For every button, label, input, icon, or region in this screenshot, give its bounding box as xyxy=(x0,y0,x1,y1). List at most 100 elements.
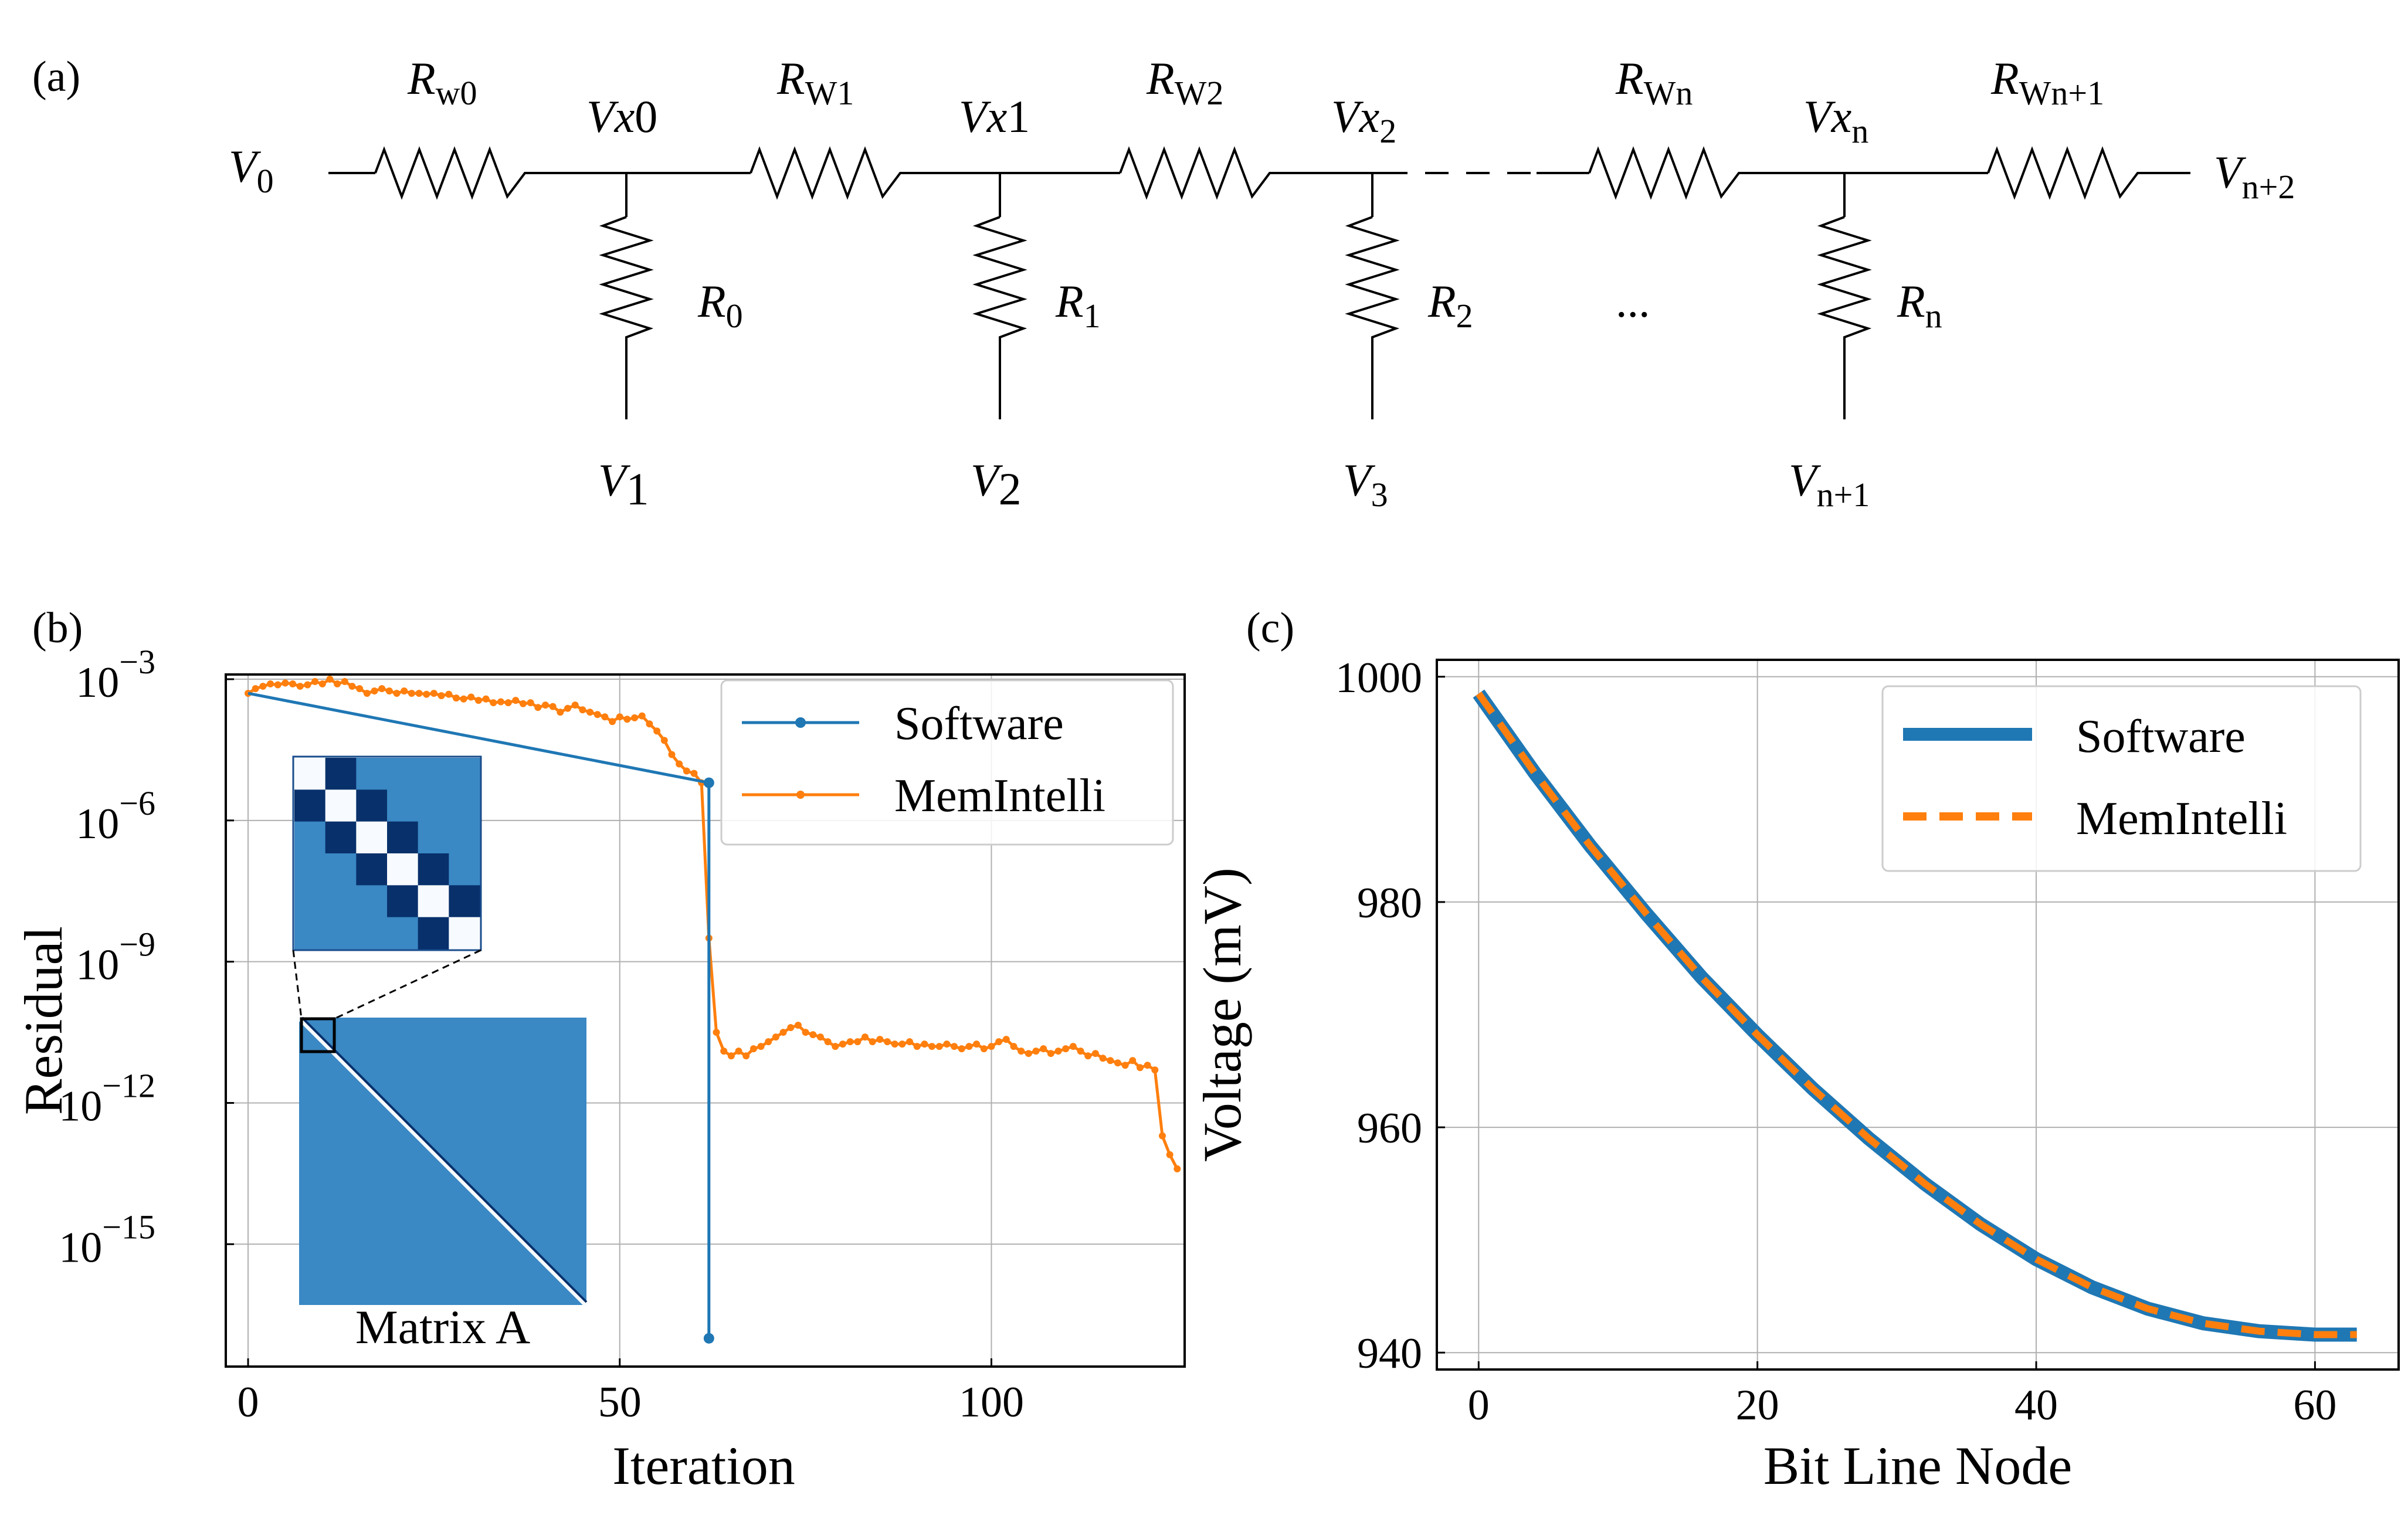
label-rwn1: RWn+1 xyxy=(1990,53,2104,112)
matrix-label: Matrix A xyxy=(355,1300,530,1354)
legend: Software MemIntelli xyxy=(1881,685,2362,872)
data-point xyxy=(1099,1055,1107,1062)
data-point xyxy=(504,699,512,707)
data-point xyxy=(1151,1066,1159,1074)
data-point xyxy=(862,1033,869,1041)
data-point xyxy=(973,1040,981,1048)
data-point xyxy=(1010,1043,1018,1050)
data-point xyxy=(668,751,676,758)
zoom-cells xyxy=(294,758,480,950)
matrix-cell xyxy=(449,789,480,822)
y-tick-label: 10−15 xyxy=(59,1208,155,1272)
data-point xyxy=(891,1040,898,1048)
resistor-r2 xyxy=(1345,216,1400,346)
x-tick-label: 0 xyxy=(1468,1381,1490,1429)
data-point xyxy=(1047,1050,1054,1057)
data-point xyxy=(452,694,460,702)
label-v1: V1 xyxy=(598,455,649,514)
data-point xyxy=(1107,1057,1114,1065)
data-point xyxy=(676,760,683,768)
matrix-cell xyxy=(449,758,480,790)
data-point xyxy=(854,1038,862,1046)
label-vx1: Vx1 xyxy=(959,91,1030,142)
data-point xyxy=(772,1033,779,1041)
data-point xyxy=(839,1040,846,1048)
label-v2: V2 xyxy=(971,455,1022,514)
legend-label-software: Software xyxy=(2076,711,2246,762)
panel-label-b: (b) xyxy=(32,604,83,652)
data-point xyxy=(876,1036,884,1043)
data-point xyxy=(334,680,341,688)
plot-frame xyxy=(225,673,1186,1368)
data-point xyxy=(1144,1062,1151,1069)
series-layer xyxy=(1473,689,2357,1342)
matrix-cell xyxy=(356,917,388,950)
y-tick-label: 10−12 xyxy=(59,1066,155,1130)
label-vx0: Vx0 xyxy=(586,91,657,142)
data-point xyxy=(727,1052,735,1060)
legend-label-memintelli: MemIntelli xyxy=(894,770,1105,822)
data-point xyxy=(1174,1165,1181,1172)
data-point xyxy=(1121,1062,1129,1069)
data-point xyxy=(735,1048,742,1055)
data-point xyxy=(703,1333,714,1344)
data-point xyxy=(958,1045,965,1053)
ellipsis: ... xyxy=(1616,276,1650,327)
data-point xyxy=(267,680,274,688)
label-r2: R2 xyxy=(1427,276,1473,335)
matrix-cell xyxy=(356,821,388,854)
data-point xyxy=(869,1038,876,1046)
data-point xyxy=(749,1045,757,1053)
label-vxn: Vxn xyxy=(1803,91,1868,150)
data-point xyxy=(482,695,490,703)
label-rwn: RWn xyxy=(1615,53,1693,112)
label-r1: R1 xyxy=(1055,276,1101,335)
data-point xyxy=(311,678,319,686)
data-point xyxy=(1040,1045,1047,1053)
x-tick-label: 100 xyxy=(959,1378,1024,1426)
data-point xyxy=(943,1040,951,1048)
matrix-cell xyxy=(418,758,449,790)
y-tick-label: 10−6 xyxy=(76,784,155,848)
y-tick-label: 960 xyxy=(1357,1104,1422,1152)
data-point xyxy=(683,767,690,775)
data-point xyxy=(638,712,646,720)
data-point xyxy=(527,699,534,707)
data-point xyxy=(490,699,497,707)
legend-label-software: Software xyxy=(894,698,1064,750)
matrix-cell xyxy=(325,917,357,950)
data-point xyxy=(497,698,504,706)
svg-text:Vn+2: Vn+2 xyxy=(2214,147,2295,206)
matrix-diagonal-dark xyxy=(301,1016,588,1303)
matrix-cell xyxy=(294,853,326,886)
data-point xyxy=(690,770,698,777)
resistor-rw1 xyxy=(749,146,909,200)
circuit-labels: V0 Vn+2 Rw0 RW1 RW2 RWn RWn+1 Vx0 Vx1 Vx… xyxy=(229,53,2295,514)
x-tick-label: 60 xyxy=(2293,1381,2336,1429)
matrix-cell xyxy=(449,917,480,950)
resistor-r1 xyxy=(972,216,1027,346)
data-point xyxy=(616,713,623,721)
data-point xyxy=(802,1029,809,1036)
resistor-rw0 xyxy=(374,146,534,200)
panel-label-a: (a) xyxy=(32,53,80,101)
data-point xyxy=(579,706,586,714)
data-point xyxy=(401,687,408,695)
data-point xyxy=(646,720,653,728)
data-point xyxy=(1114,1059,1121,1067)
data-point xyxy=(467,693,475,701)
data-point xyxy=(408,690,415,697)
data-point xyxy=(816,1033,824,1041)
y-tick-label: 940 xyxy=(1357,1330,1422,1378)
matrix-cell xyxy=(294,821,326,854)
y-tick-label: 10−9 xyxy=(76,926,155,989)
grid xyxy=(1437,660,2399,1370)
data-point xyxy=(713,1029,720,1036)
matrix-cell xyxy=(387,917,419,950)
zoom-connector-left xyxy=(292,950,303,1019)
data-point xyxy=(378,685,386,693)
data-point xyxy=(1129,1057,1137,1065)
data-point xyxy=(385,687,393,695)
matrix-cell xyxy=(356,789,388,822)
